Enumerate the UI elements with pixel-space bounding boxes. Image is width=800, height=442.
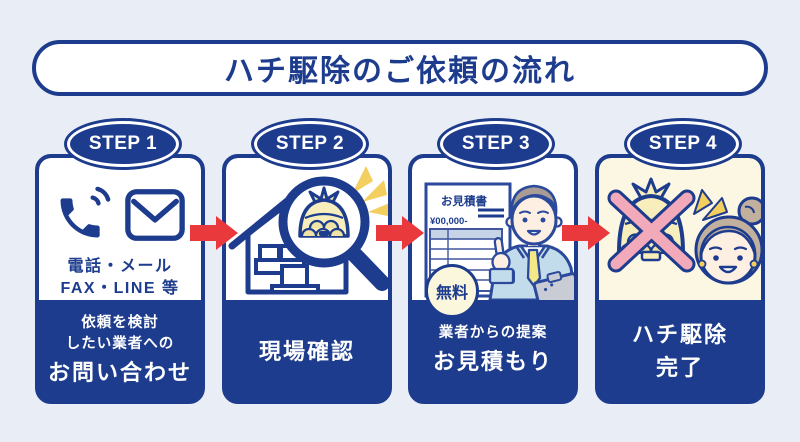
flow-arrow-3: [562, 216, 610, 250]
title-banner: ハチ駆除のご依頼の流れ: [32, 40, 768, 96]
step-badge-1: STEP 1: [67, 121, 179, 167]
contact-caption: 電話・メール FAX・LINE 等: [60, 256, 179, 301]
free-badge-label: 無料: [435, 285, 468, 302]
step2-description: 現場確認: [226, 300, 388, 400]
desc-main: お問い合わせ: [47, 359, 192, 385]
free-badge: 無料: [425, 264, 479, 318]
step3-description: 業者からの提案 お見積もり: [412, 300, 574, 400]
phone-icon: [54, 184, 112, 246]
step1-illustration: 電話・メール FAX・LINE 等: [39, 158, 201, 300]
step4-illustration: [599, 158, 761, 300]
step-card-2: 現場確認: [222, 154, 392, 404]
caption-line-2: FAX・LINE 等: [60, 280, 180, 298]
desc-line-1: 業者からの提案: [438, 325, 548, 342]
doc-title: お見積書: [441, 194, 487, 208]
cross-mark: [607, 189, 696, 273]
step-badge-3: STEP 3: [440, 121, 552, 167]
step4-description: ハチ駆除 完了: [599, 300, 761, 400]
site-check-illustration: [228, 166, 388, 295]
flow-arrow-1: [190, 216, 238, 250]
caption-line-1: 電話・メール: [67, 258, 173, 275]
doc-amount: ¥00,000-: [430, 216, 468, 227]
flow-arrow-2: [376, 216, 424, 250]
beehive-icon: [298, 186, 350, 238]
desc-main-2: 完了: [655, 355, 704, 380]
woman-figure: [694, 196, 761, 285]
step-card-4: ハチ駆除 完了: [595, 154, 765, 404]
step-card-3: お見積書 ¥00,000-: [408, 154, 578, 404]
clipboard-icon: [532, 270, 574, 300]
page-title: ハチ駆除のご依頼の流れ: [224, 55, 576, 88]
desc-main: お見積もり: [432, 349, 553, 375]
desc-main: ハチ駆除: [631, 322, 728, 348]
worker-figure: [488, 184, 574, 300]
step-badge-label: STEP 2: [275, 133, 345, 154]
step-badge-label: STEP 3: [461, 133, 531, 154]
pointing-hand: [488, 237, 515, 285]
step3-illustration: お見積書 ¥00,000-: [412, 158, 574, 318]
mail-icon: [124, 184, 186, 246]
step-badge-4: STEP 4: [627, 121, 739, 167]
step-card-1: 電話・メール FAX・LINE 等 依頼を検討 したい業者への お問い合わせ: [35, 154, 205, 404]
step-badge-label: STEP 4: [648, 133, 718, 154]
desc-line-1: 依頼を検討: [81, 314, 159, 331]
contact-icons: [54, 184, 186, 246]
completion-illustration: [607, 177, 761, 285]
desc-line-2: したい業者への: [65, 335, 175, 352]
step1-description: 依頼を検討 したい業者への お問い合わせ: [39, 300, 201, 400]
step-badge-label: STEP 1: [88, 133, 158, 154]
desc-main: 現場確認: [258, 338, 355, 364]
sparkle-icon: [352, 166, 388, 216]
step2-illustration: [226, 158, 388, 300]
step-badge-2: STEP 2: [254, 121, 366, 167]
